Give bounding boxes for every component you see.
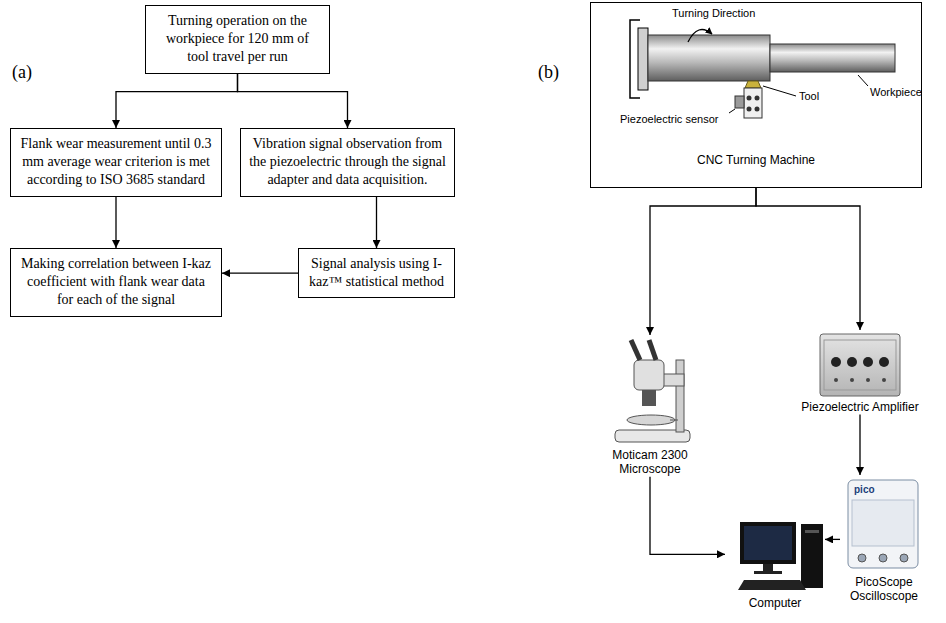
amplifier-part — [882, 378, 886, 382]
flow-arrow — [859, 414, 860, 475]
microscope-part — [670, 420, 678, 421]
leader-lines-part — [763, 86, 796, 96]
computer-part — [754, 571, 782, 574]
flow-arrow — [238, 74, 348, 128]
process-box: Signal analysis using I-kaz™ statistical… — [298, 248, 455, 298]
flow-arrow — [650, 477, 725, 555]
workpiece-part — [648, 35, 770, 81]
turning-arrow-part — [688, 30, 712, 43]
node-text: Moticam 2300 Microscope — [590, 448, 710, 477]
piezo-sensor — [735, 96, 744, 108]
cutting-tool — [744, 81, 762, 118]
oscilloscope — [848, 480, 918, 568]
amplifier-part — [820, 334, 900, 396]
amplifier-part — [866, 378, 870, 382]
microscope-part — [676, 360, 684, 432]
oscilloscope-part — [879, 554, 887, 562]
turning-arrow — [688, 30, 712, 43]
oscilloscope-part — [900, 554, 908, 562]
flow-arrow — [115, 197, 116, 248]
node-text: CNC Turning Machine — [591, 153, 921, 167]
leader-lines-part — [729, 109, 735, 113]
microscope — [615, 340, 690, 442]
process-box: Making correlation between I-kaz coeffic… — [10, 248, 222, 317]
machine-frame: CNC Turning Machine — [590, 2, 922, 188]
node-text: Computer — [725, 596, 825, 610]
flow-arrow — [825, 539, 840, 540]
cutting-tool-part — [755, 96, 760, 101]
microscope-unit: Moticam 2300 Microscope — [590, 335, 710, 477]
computer-part — [763, 564, 773, 572]
piezo-sensor-part — [735, 96, 744, 108]
flow-arrow — [650, 188, 756, 335]
callout-label: Tool — [799, 90, 819, 102]
leader-lines-part — [858, 75, 868, 86]
amplifier-part — [824, 340, 896, 390]
process-box: Turning operation on the workpiece for 1… — [145, 5, 330, 74]
amplifier-part — [879, 357, 889, 367]
node-text: Vibration signal observation from the pi… — [249, 135, 446, 190]
callout-label: Workpiece — [870, 86, 922, 98]
callout-label: Piezoelectric sensor — [620, 113, 718, 125]
microscope-part — [631, 340, 640, 360]
chuck-part — [638, 28, 648, 90]
node-text: Making correlation between I-kaz coeffic… — [19, 255, 213, 310]
microscope-part — [649, 340, 656, 360]
workpiece — [648, 35, 895, 81]
amplifier-part — [850, 378, 854, 382]
node-text: Turning operation on the workpiece for 1… — [154, 12, 321, 67]
cutting-tool-part — [755, 107, 760, 112]
cutting-tool-part — [745, 81, 761, 88]
amplifier-part — [863, 357, 873, 367]
cutting-tool-part — [747, 107, 752, 112]
cutting-tool-part — [747, 96, 752, 101]
computer-part — [801, 524, 823, 588]
computer-part — [740, 522, 796, 564]
node-text: PicoScope Oscilloscope — [840, 575, 928, 604]
microscope-part — [634, 360, 664, 390]
node-text: Flank wear measurement until 0.3 mm aver… — [19, 135, 213, 190]
computer-part — [744, 526, 792, 560]
amplifier — [820, 334, 900, 396]
flow-arrow — [222, 273, 298, 274]
oscilloscope-part — [858, 554, 866, 562]
computer-part — [738, 580, 806, 590]
process-box: Vibration signal observation from the pi… — [240, 128, 455, 197]
computer-unit: Computer — [725, 520, 825, 610]
logo-text: pico — [854, 484, 875, 495]
panel-label: (b) — [538, 62, 559, 83]
node-text: Signal analysis using I-kaz™ statistical… — [307, 255, 446, 291]
oscilloscope-unit: PicoScope Oscilloscope — [840, 475, 928, 604]
workpiece-part — [770, 44, 895, 72]
flow-arrow — [756, 188, 860, 330]
computer — [738, 522, 823, 590]
microscope-part — [642, 390, 656, 406]
oscilloscope-part — [848, 480, 918, 568]
process-box: Flank wear measurement until 0.3 mm aver… — [10, 128, 222, 197]
panel-label: (a) — [12, 62, 32, 83]
oscilloscope-part — [852, 500, 914, 546]
chuck — [630, 20, 648, 98]
amplifier-part — [831, 357, 841, 367]
amplifier-part — [847, 357, 857, 367]
flow-arrow — [376, 197, 377, 248]
amplifier-part — [834, 378, 838, 382]
computer-part — [805, 530, 819, 533]
cutting-tool-part — [744, 88, 762, 118]
node-text: Piezoelectric Amplifier — [790, 400, 930, 414]
flow-arrow — [116, 74, 238, 128]
microscope-part — [627, 415, 675, 425]
callout-label: Turning Direction — [672, 7, 755, 19]
amplifier-unit: Piezoelectric Amplifier — [790, 330, 930, 414]
leader-lines — [729, 75, 868, 113]
